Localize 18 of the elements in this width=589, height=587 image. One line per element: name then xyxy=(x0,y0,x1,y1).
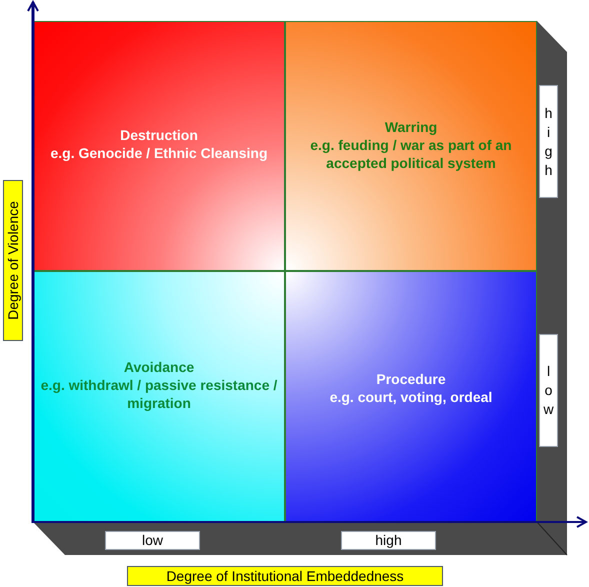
quadrant-title: Procedure xyxy=(376,370,446,388)
quadrant-box xyxy=(33,271,285,522)
level-label: low xyxy=(142,531,163,550)
quadrant-box xyxy=(285,21,537,271)
quadrant-example: e.g. feuding / war as part of an accepted political system xyxy=(309,136,513,172)
level-label: high xyxy=(544,104,554,180)
quadrant-example: e.g. court, voting, ordeal xyxy=(330,388,492,406)
quadrant-title: Destruction xyxy=(120,126,198,144)
level-label: high xyxy=(375,531,402,550)
quadrant-title: Warring xyxy=(384,118,438,136)
axis-title: Degree of Violence xyxy=(4,201,22,320)
axis-title: Degree of Institutional Embeddedness xyxy=(166,566,404,586)
quadrant-box xyxy=(285,271,537,522)
quadrant-example: e.g. withdrawl / passive resistance / migration xyxy=(40,376,278,412)
level-label: low xyxy=(544,362,554,419)
quadrant-example: e.g. Genocide / Ethnic Cleansing xyxy=(50,144,268,162)
quadrant-title: Avoidance xyxy=(124,358,194,376)
quadrant-box xyxy=(33,21,285,271)
